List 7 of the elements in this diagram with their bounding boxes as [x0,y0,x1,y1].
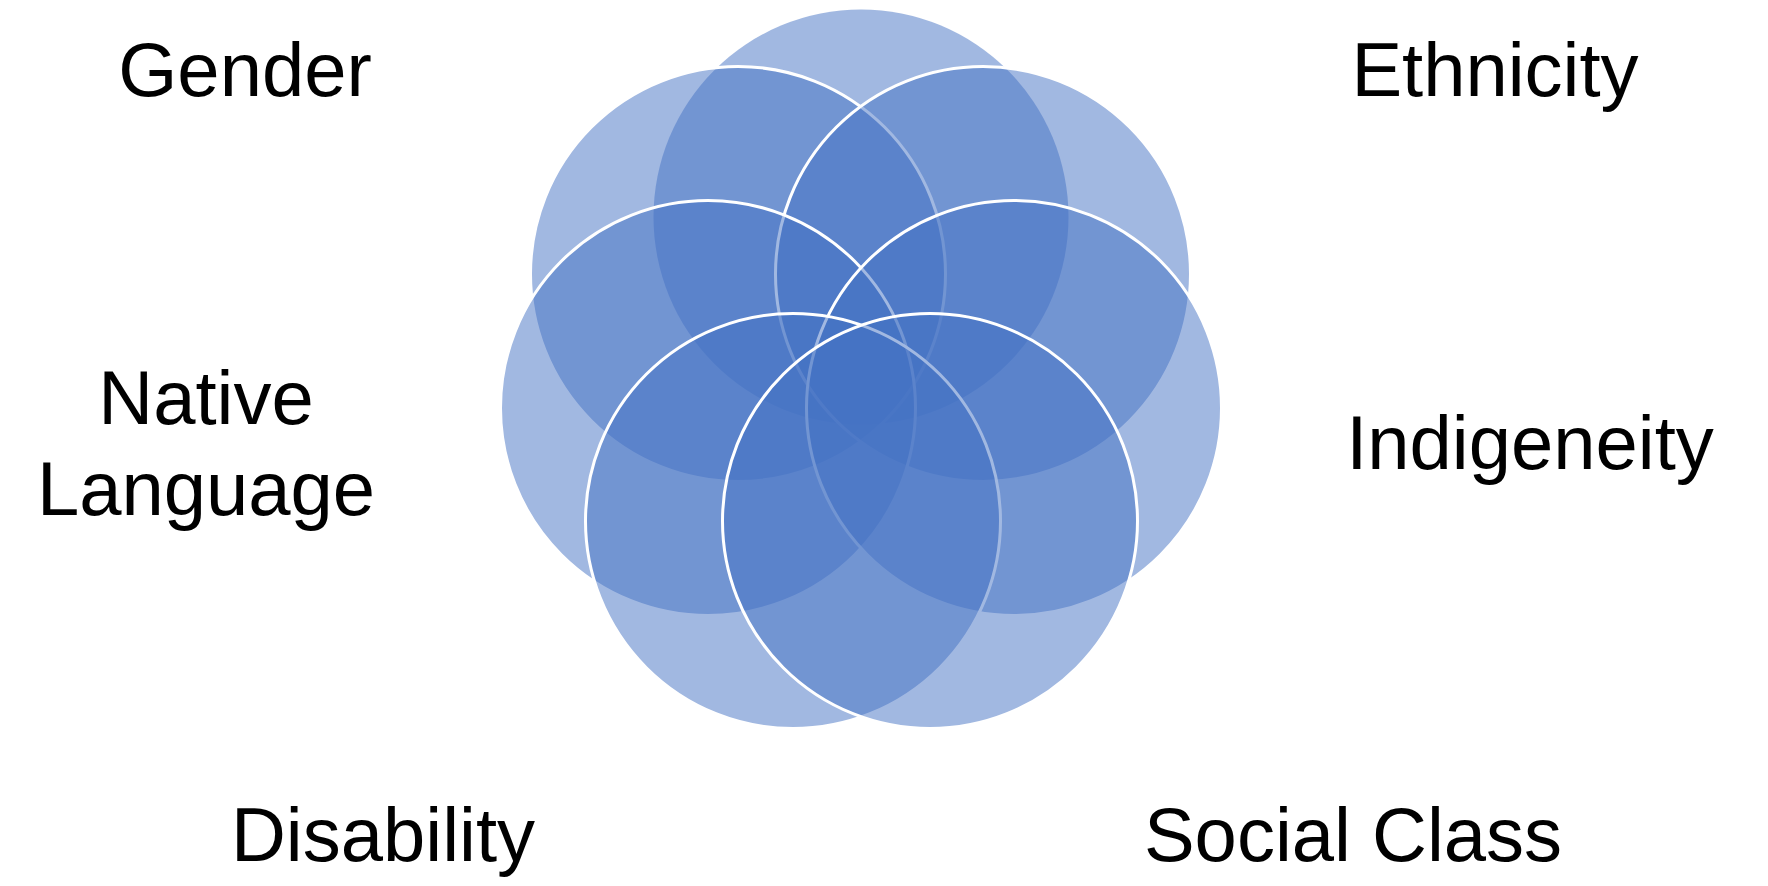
category-label: Ethnicity [1350,26,1640,115]
category-label: Indigeneity [1345,399,1715,488]
venn-circle [721,312,1139,730]
category-label: Social Class [1142,791,1564,880]
category-label: Native Language [35,353,377,533]
category-label: Disability [229,791,537,880]
category-label: Gender [117,26,373,115]
